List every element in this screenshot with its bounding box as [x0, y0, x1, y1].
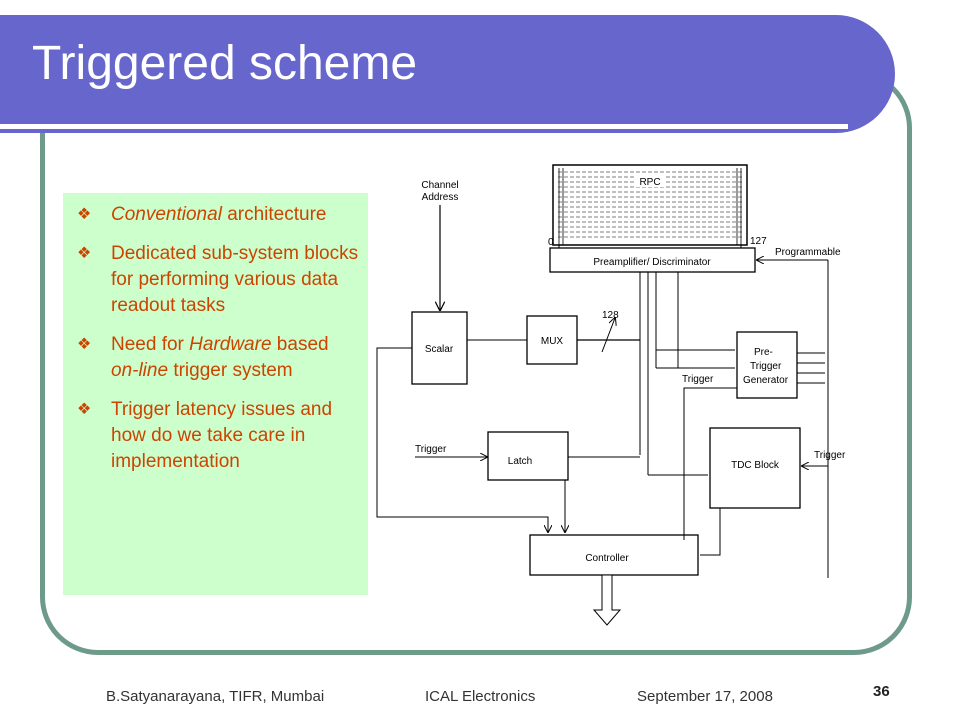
bullet-text: Trigger latency issues and how do we tak…	[111, 397, 360, 475]
bullet-text: Need for Hardware based on-line trigger …	[111, 332, 360, 384]
bullet-item: ❖ Dedicated sub-system blocks for perform…	[77, 241, 360, 319]
bullet-text-part: on-line	[111, 360, 169, 381]
footer-event: ICAL Electronics	[425, 688, 536, 705]
bullet-list: ❖ Conventional architecture ❖ Dedicated sub…	[63, 193, 368, 595]
footer-author: B.Satyanarayana, TIFR, Mumbai	[106, 688, 325, 705]
latch-block: Latch	[487, 431, 569, 481]
diamond-bullet-icon: ❖	[77, 206, 92, 223]
channel-0-label: 0	[548, 237, 554, 248]
mux-block: MUX	[526, 315, 578, 365]
bullet-text-part: Dedicated sub-system blocks for performi…	[111, 243, 359, 316]
preamp-block: Preamplifier/ Discriminator	[549, 247, 756, 273]
diamond-bullet-icon: ❖	[77, 245, 92, 262]
latch-trigger-label: Trigger	[415, 444, 447, 455]
mux-128-label: 128	[602, 310, 619, 321]
pretrigger-trigger-label: Trigger	[682, 374, 714, 385]
bullet-item: ❖ Need for Hardware based on-line trigger…	[77, 332, 360, 384]
footer-date: September 17, 2008	[637, 688, 773, 705]
diamond-bullet-icon: ❖	[77, 336, 92, 353]
bullet-item: ❖ Conventional architecture	[77, 202, 360, 228]
pretrigger-label-2: Trigger	[750, 361, 782, 372]
title-underline	[0, 124, 848, 129]
controller-output-arrow	[592, 574, 622, 626]
preamp-label: Preamplifier/ Discriminator	[593, 257, 711, 268]
controller-block: Controller	[529, 534, 699, 576]
pretrigger-label-1: Pre-	[754, 347, 773, 358]
channel-127-label: 127	[750, 236, 767, 247]
slide-title: Triggered scheme	[32, 37, 418, 90]
bullet-text-part: Trigger latency issues and how do we tak…	[111, 399, 333, 472]
scalar-block: Scalar	[411, 311, 468, 385]
channel-address-label-2: Address	[422, 192, 459, 203]
block-diagram: RPC Channel Address 0 127 Preamplifier/ …	[376, 164, 846, 626]
diamond-bullet-icon: ❖	[77, 401, 92, 418]
bullet-text: Conventional architecture	[111, 202, 326, 228]
tdc-block: TDC Block	[709, 427, 801, 509]
tdc-label: TDC Block	[731, 460, 780, 471]
bullet-text-part: Hardware	[189, 334, 272, 355]
bullet-item: ❖ Trigger latency issues and how do we ta…	[77, 397, 360, 475]
mux-label: MUX	[541, 336, 564, 347]
pretrigger-label-3: Generator	[743, 375, 789, 386]
channel-address-label-1: Channel	[421, 180, 458, 191]
bullet-text: Dedicated sub-system blocks for performi…	[111, 241, 360, 319]
latch-label: Latch	[508, 456, 532, 467]
bullet-text-part: Conventional	[111, 204, 222, 225]
rpc-detector: RPC	[552, 164, 748, 246]
controller-label: Controller	[585, 553, 629, 564]
bullet-text-part: Need for	[111, 334, 190, 355]
programmable-label: Programmable	[775, 247, 841, 258]
bullet-text-part: based	[271, 334, 329, 355]
pretrigger-block: Pre- Trigger Generator	[736, 331, 798, 399]
scalar-label: Scalar	[425, 344, 454, 355]
page-number: 36	[873, 683, 890, 700]
title-bar	[0, 15, 895, 133]
rpc-label: RPC	[639, 177, 660, 188]
tdc-trigger-label: Trigger	[814, 450, 846, 461]
bullet-text-part: architecture	[221, 204, 327, 225]
bullet-text-part: trigger system	[168, 360, 293, 381]
